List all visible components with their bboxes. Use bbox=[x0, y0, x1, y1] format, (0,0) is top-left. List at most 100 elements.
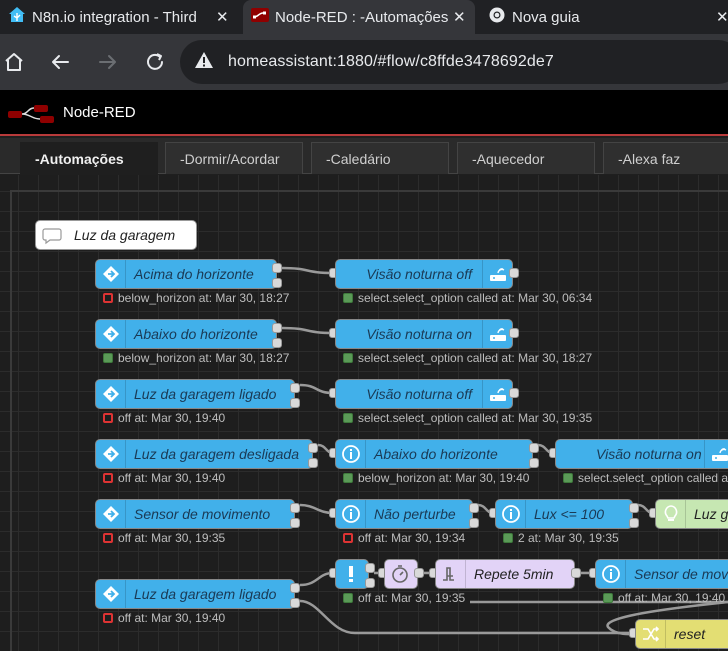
close-tab-icon[interactable]: ✕ bbox=[216, 9, 229, 26]
trigger-node-sensor[interactable]: Sensor de movimento bbox=[95, 499, 295, 529]
tab-automacoes[interactable]: -Automações bbox=[20, 142, 158, 174]
status-text: off at: Mar 30, 19:35 bbox=[118, 531, 226, 545]
switch-node[interactable] bbox=[335, 559, 369, 589]
node-label: Acima do horizonte bbox=[134, 266, 254, 282]
back-button[interactable] bbox=[46, 48, 74, 76]
trigger-node-abaixo[interactable]: Abaixo do horizonte bbox=[95, 319, 277, 349]
status-text: select.select_option called a bbox=[578, 471, 728, 485]
tab-title: Nova guia bbox=[512, 8, 580, 26]
output-port[interactable] bbox=[414, 568, 424, 578]
trigger-node-luz-ligado-2[interactable]: Luz da garagem ligado bbox=[95, 579, 295, 609]
state-node-lux[interactable]: Lux <= 100 bbox=[495, 499, 633, 529]
node-label: Luz da garagem ligado bbox=[134, 586, 277, 602]
state-node-nao-perturbe[interactable]: Não perturbe bbox=[335, 499, 473, 529]
trigger-node-luz-desligada[interactable]: Luz da garagem desligada bbox=[95, 439, 313, 469]
comment-icon bbox=[42, 227, 62, 250]
tab-label: -Aquecedor bbox=[472, 150, 545, 167]
tab-caledario[interactable]: -Caledário bbox=[311, 142, 449, 174]
browser-tab-n8n[interactable]: N8n.io integration - Third ✕ bbox=[8, 0, 238, 34]
node-status: off at: Mar 30, 19:35 bbox=[343, 591, 465, 605]
output-port[interactable] bbox=[365, 578, 375, 588]
output-port[interactable] bbox=[308, 458, 318, 468]
output-port[interactable] bbox=[290, 383, 300, 393]
node-status: off at: Mar 30, 19:40 bbox=[603, 591, 725, 605]
browser-tab-nova-guia[interactable]: Nova guia ✕ bbox=[483, 0, 728, 34]
action-node-luz[interactable]: Luz ga bbox=[655, 499, 728, 529]
trigger-icon bbox=[96, 500, 126, 528]
status-text: off at: Mar 30, 19:40 bbox=[118, 471, 226, 485]
close-tab-icon[interactable]: ✕ bbox=[453, 9, 466, 26]
delay-node[interactable] bbox=[384, 559, 418, 589]
trigger-node-acima[interactable]: Acima do horizonte bbox=[95, 259, 277, 289]
output-port[interactable] bbox=[509, 388, 519, 398]
router-icon bbox=[482, 260, 512, 288]
output-port[interactable] bbox=[308, 443, 318, 453]
output-port[interactable] bbox=[629, 503, 639, 513]
output-port[interactable] bbox=[272, 338, 282, 348]
info-icon bbox=[596, 560, 626, 588]
status-text: off at: Mar 30, 19:35 bbox=[358, 591, 466, 605]
flow-canvas[interactable]: Luz da garagem Acima do horizonte below_… bbox=[0, 175, 728, 651]
close-tab-icon[interactable]: ✕ bbox=[716, 9, 728, 26]
trigger-node-luz-ligado[interactable]: Luz da garagem ligado bbox=[95, 379, 295, 409]
home-button[interactable] bbox=[0, 48, 28, 76]
state-node-abaixo[interactable]: Abaixo do horizonte bbox=[335, 439, 533, 469]
output-port[interactable] bbox=[290, 398, 300, 408]
output-port[interactable] bbox=[529, 458, 539, 468]
output-port[interactable] bbox=[290, 598, 300, 608]
status-indicator bbox=[343, 353, 353, 363]
output-port[interactable] bbox=[290, 518, 300, 528]
node-status: below_horizon at: Mar 30, 18:27 bbox=[103, 291, 289, 305]
comment-node[interactable]: Luz da garagem bbox=[35, 220, 197, 250]
not-secure-warning-icon[interactable] bbox=[194, 51, 214, 74]
node-status: 2 at: Mar 30, 19:35 bbox=[503, 531, 619, 545]
forward-arrow-icon bbox=[99, 55, 116, 69]
output-port[interactable] bbox=[272, 263, 282, 273]
trigger-icon bbox=[96, 440, 126, 468]
tab-label: -Alexa faz bbox=[618, 150, 681, 167]
output-port[interactable] bbox=[290, 583, 300, 593]
status-indicator bbox=[343, 413, 353, 423]
output-port[interactable] bbox=[469, 503, 479, 513]
node-label: Abaixo do horizonte bbox=[134, 326, 258, 342]
chrome-icon bbox=[489, 7, 505, 27]
status-indicator bbox=[103, 353, 113, 363]
output-port[interactable] bbox=[509, 268, 519, 278]
output-port[interactable] bbox=[469, 518, 479, 528]
node-red-header: Node-RED bbox=[0, 90, 728, 136]
status-indicator bbox=[343, 593, 353, 603]
output-port[interactable] bbox=[571, 568, 581, 578]
status-text: off at: Mar 30, 19:40 bbox=[118, 411, 226, 425]
output-port[interactable] bbox=[629, 518, 639, 528]
status-indicator bbox=[563, 473, 573, 483]
back-arrow-icon bbox=[52, 55, 69, 69]
tab-aquecedor[interactable]: -Aquecedor bbox=[457, 142, 595, 174]
node-status: off at: Mar 30, 19:34 bbox=[343, 531, 465, 545]
lightbulb-icon bbox=[656, 500, 686, 528]
tab-alexa-faz[interactable]: -Alexa faz bbox=[603, 142, 728, 174]
state-node-sensor-movi[interactable]: Sensor de movi bbox=[595, 559, 728, 589]
browser-tab-node-red[interactable]: Node-RED : -Automações ✕ bbox=[243, 0, 475, 34]
tab-label: -Dormir/Acordar bbox=[180, 150, 280, 167]
reload-icon bbox=[147, 53, 163, 70]
output-port[interactable] bbox=[529, 443, 539, 453]
trigger-node-repete[interactable]: Repete 5min bbox=[435, 559, 575, 589]
timer-icon bbox=[385, 560, 415, 588]
service-node-visao-on[interactable]: Visão noturna on bbox=[555, 439, 728, 469]
trigger-icon bbox=[96, 260, 126, 288]
reload-button[interactable] bbox=[141, 48, 169, 76]
service-node-visao-off[interactable]: Visão noturna off bbox=[335, 379, 513, 409]
output-port[interactable] bbox=[272, 323, 282, 333]
output-port[interactable] bbox=[272, 278, 282, 288]
tab-dormir-acordar[interactable]: -Dormir/Acordar bbox=[165, 142, 303, 174]
output-port[interactable] bbox=[509, 328, 519, 338]
forward-button[interactable] bbox=[94, 48, 122, 76]
output-port[interactable] bbox=[365, 563, 375, 573]
node-red-logo-icon bbox=[8, 104, 54, 129]
change-node-reset[interactable]: reset bbox=[635, 619, 728, 649]
output-port[interactable] bbox=[290, 503, 300, 513]
service-node-visao-on[interactable]: Visão noturna on bbox=[335, 319, 513, 349]
service-node-visao-off[interactable]: Visão noturna off bbox=[335, 259, 513, 289]
address-bar[interactable]: homeassistant:1880/#flow/c8ffde3478692de… bbox=[180, 40, 728, 84]
node-label: Visão noturna off bbox=[366, 266, 472, 282]
